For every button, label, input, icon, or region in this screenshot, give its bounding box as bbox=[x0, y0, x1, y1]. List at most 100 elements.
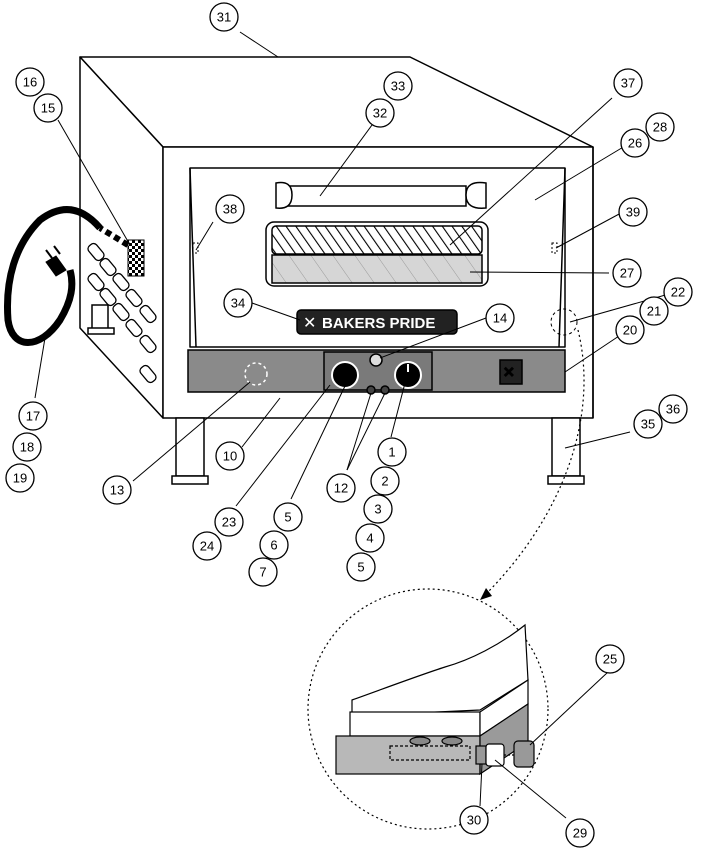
detail-lamp bbox=[513, 740, 535, 768]
callout-label: 26 bbox=[628, 136, 642, 151]
door-window bbox=[265, 221, 489, 287]
callout-label: 5 bbox=[357, 560, 364, 575]
callout-circle bbox=[612, 258, 642, 288]
detail-bushing bbox=[475, 745, 487, 765]
callout-circle bbox=[355, 523, 385, 553]
panel-logo-badge bbox=[499, 359, 523, 385]
callout-label: 39 bbox=[626, 205, 640, 220]
callout-c30: 30 bbox=[459, 805, 489, 835]
callout-circle bbox=[613, 68, 643, 98]
callout-label: 7 bbox=[259, 565, 266, 580]
callout-c36: 36 bbox=[658, 394, 688, 424]
callout-c37: 37 bbox=[613, 68, 643, 98]
callout-c17: 17 bbox=[18, 401, 48, 431]
callout-label: 19 bbox=[13, 471, 27, 486]
door-handle bbox=[275, 181, 487, 209]
indicator-light bbox=[369, 353, 383, 367]
callout-circle bbox=[15, 67, 45, 97]
timer-knob[interactable] bbox=[331, 361, 359, 389]
callout-label: 29 bbox=[573, 826, 587, 841]
callout-circle bbox=[377, 437, 407, 467]
callout-circle bbox=[326, 473, 356, 503]
callout-label: 22 bbox=[671, 285, 685, 300]
callout-circle bbox=[383, 71, 413, 101]
callout-label: 37 bbox=[621, 76, 635, 91]
callout-label: 27 bbox=[620, 266, 634, 281]
callout-circle bbox=[346, 552, 376, 582]
callout-circle bbox=[5, 463, 35, 493]
callout-c2: 2 bbox=[370, 466, 400, 496]
callout-c25: 25 bbox=[595, 644, 625, 674]
callout-label: 33 bbox=[391, 79, 405, 94]
callout-label: 13 bbox=[110, 483, 124, 498]
callout-circle bbox=[209, 2, 239, 32]
callout-c15: 15 bbox=[33, 93, 63, 123]
callout-label: 23 bbox=[222, 515, 236, 530]
callout-circle bbox=[365, 98, 395, 128]
callout-c26: 26 bbox=[620, 128, 650, 158]
callout-c28: 28 bbox=[645, 112, 675, 142]
callout-c14: 14 bbox=[485, 303, 515, 333]
callout-circle bbox=[595, 644, 625, 674]
callout-c13: 13 bbox=[102, 475, 132, 505]
callout-c23: 23 bbox=[214, 507, 244, 537]
svg-text:✕: ✕ bbox=[503, 365, 515, 381]
callout-circle bbox=[370, 466, 400, 496]
callout-circle bbox=[620, 128, 650, 158]
leader-lines bbox=[34, 31, 677, 819]
callout-circle bbox=[12, 432, 42, 462]
callout-circle bbox=[615, 315, 645, 345]
callout-label: 20 bbox=[623, 323, 637, 338]
callout-label: 18 bbox=[20, 440, 34, 455]
oven-legs bbox=[87, 304, 585, 485]
callout-c35: 35 bbox=[633, 409, 663, 439]
callout-c29: 29 bbox=[565, 818, 595, 848]
callout-circle bbox=[33, 93, 63, 123]
callout-label: 35 bbox=[641, 417, 655, 432]
callout-circle bbox=[485, 303, 515, 333]
element-location-marker bbox=[244, 362, 268, 386]
callout-circle bbox=[633, 409, 663, 439]
callout-label: 1 bbox=[388, 445, 395, 460]
callout-label: 5 bbox=[284, 510, 291, 525]
callout-circle bbox=[663, 277, 693, 307]
callout-circle bbox=[645, 112, 675, 142]
detail-view-contents bbox=[335, 623, 535, 776]
callout-c31: 31 bbox=[209, 2, 239, 32]
callout-label: 21 bbox=[647, 304, 661, 319]
brand-logo-text: BAKERS PRIDE bbox=[322, 315, 435, 332]
callout-c4: 4 bbox=[355, 523, 385, 553]
callout-label: 38 bbox=[223, 202, 237, 217]
oven-top bbox=[79, 56, 594, 148]
callout-circle bbox=[618, 197, 648, 227]
callout-circle bbox=[259, 530, 289, 560]
callout-c10: 10 bbox=[215, 441, 245, 471]
callout-c16: 16 bbox=[15, 67, 45, 97]
callout-circle bbox=[658, 394, 688, 424]
callout-label: 2 bbox=[381, 474, 388, 489]
callout-label: 16 bbox=[23, 75, 37, 90]
callout-c32: 32 bbox=[365, 98, 395, 128]
callout-circle bbox=[565, 818, 595, 848]
side-vents bbox=[87, 242, 157, 384]
thermostat-knob[interactable] bbox=[394, 361, 422, 389]
svg-text:✕: ✕ bbox=[303, 313, 316, 332]
switch-left[interactable] bbox=[366, 385, 376, 395]
callout-c27: 27 bbox=[612, 258, 642, 288]
callout-c19: 19 bbox=[5, 463, 35, 493]
switch-right[interactable] bbox=[380, 385, 390, 395]
callout-circle bbox=[273, 502, 303, 532]
callout-c3: 3 bbox=[363, 494, 393, 524]
callout-label: 24 bbox=[200, 539, 214, 554]
cord-plate bbox=[127, 239, 145, 277]
callout-c34: 34 bbox=[223, 288, 253, 318]
control-panel: ✕ bbox=[187, 349, 566, 395]
callout-circle bbox=[215, 441, 245, 471]
brand-logo-plate: ✕ BAKERS PRIDE bbox=[296, 309, 458, 335]
callout-circle bbox=[18, 401, 48, 431]
callout-label: 34 bbox=[231, 296, 245, 311]
callout-label: 31 bbox=[217, 10, 231, 25]
callout-label: 17 bbox=[26, 409, 40, 424]
